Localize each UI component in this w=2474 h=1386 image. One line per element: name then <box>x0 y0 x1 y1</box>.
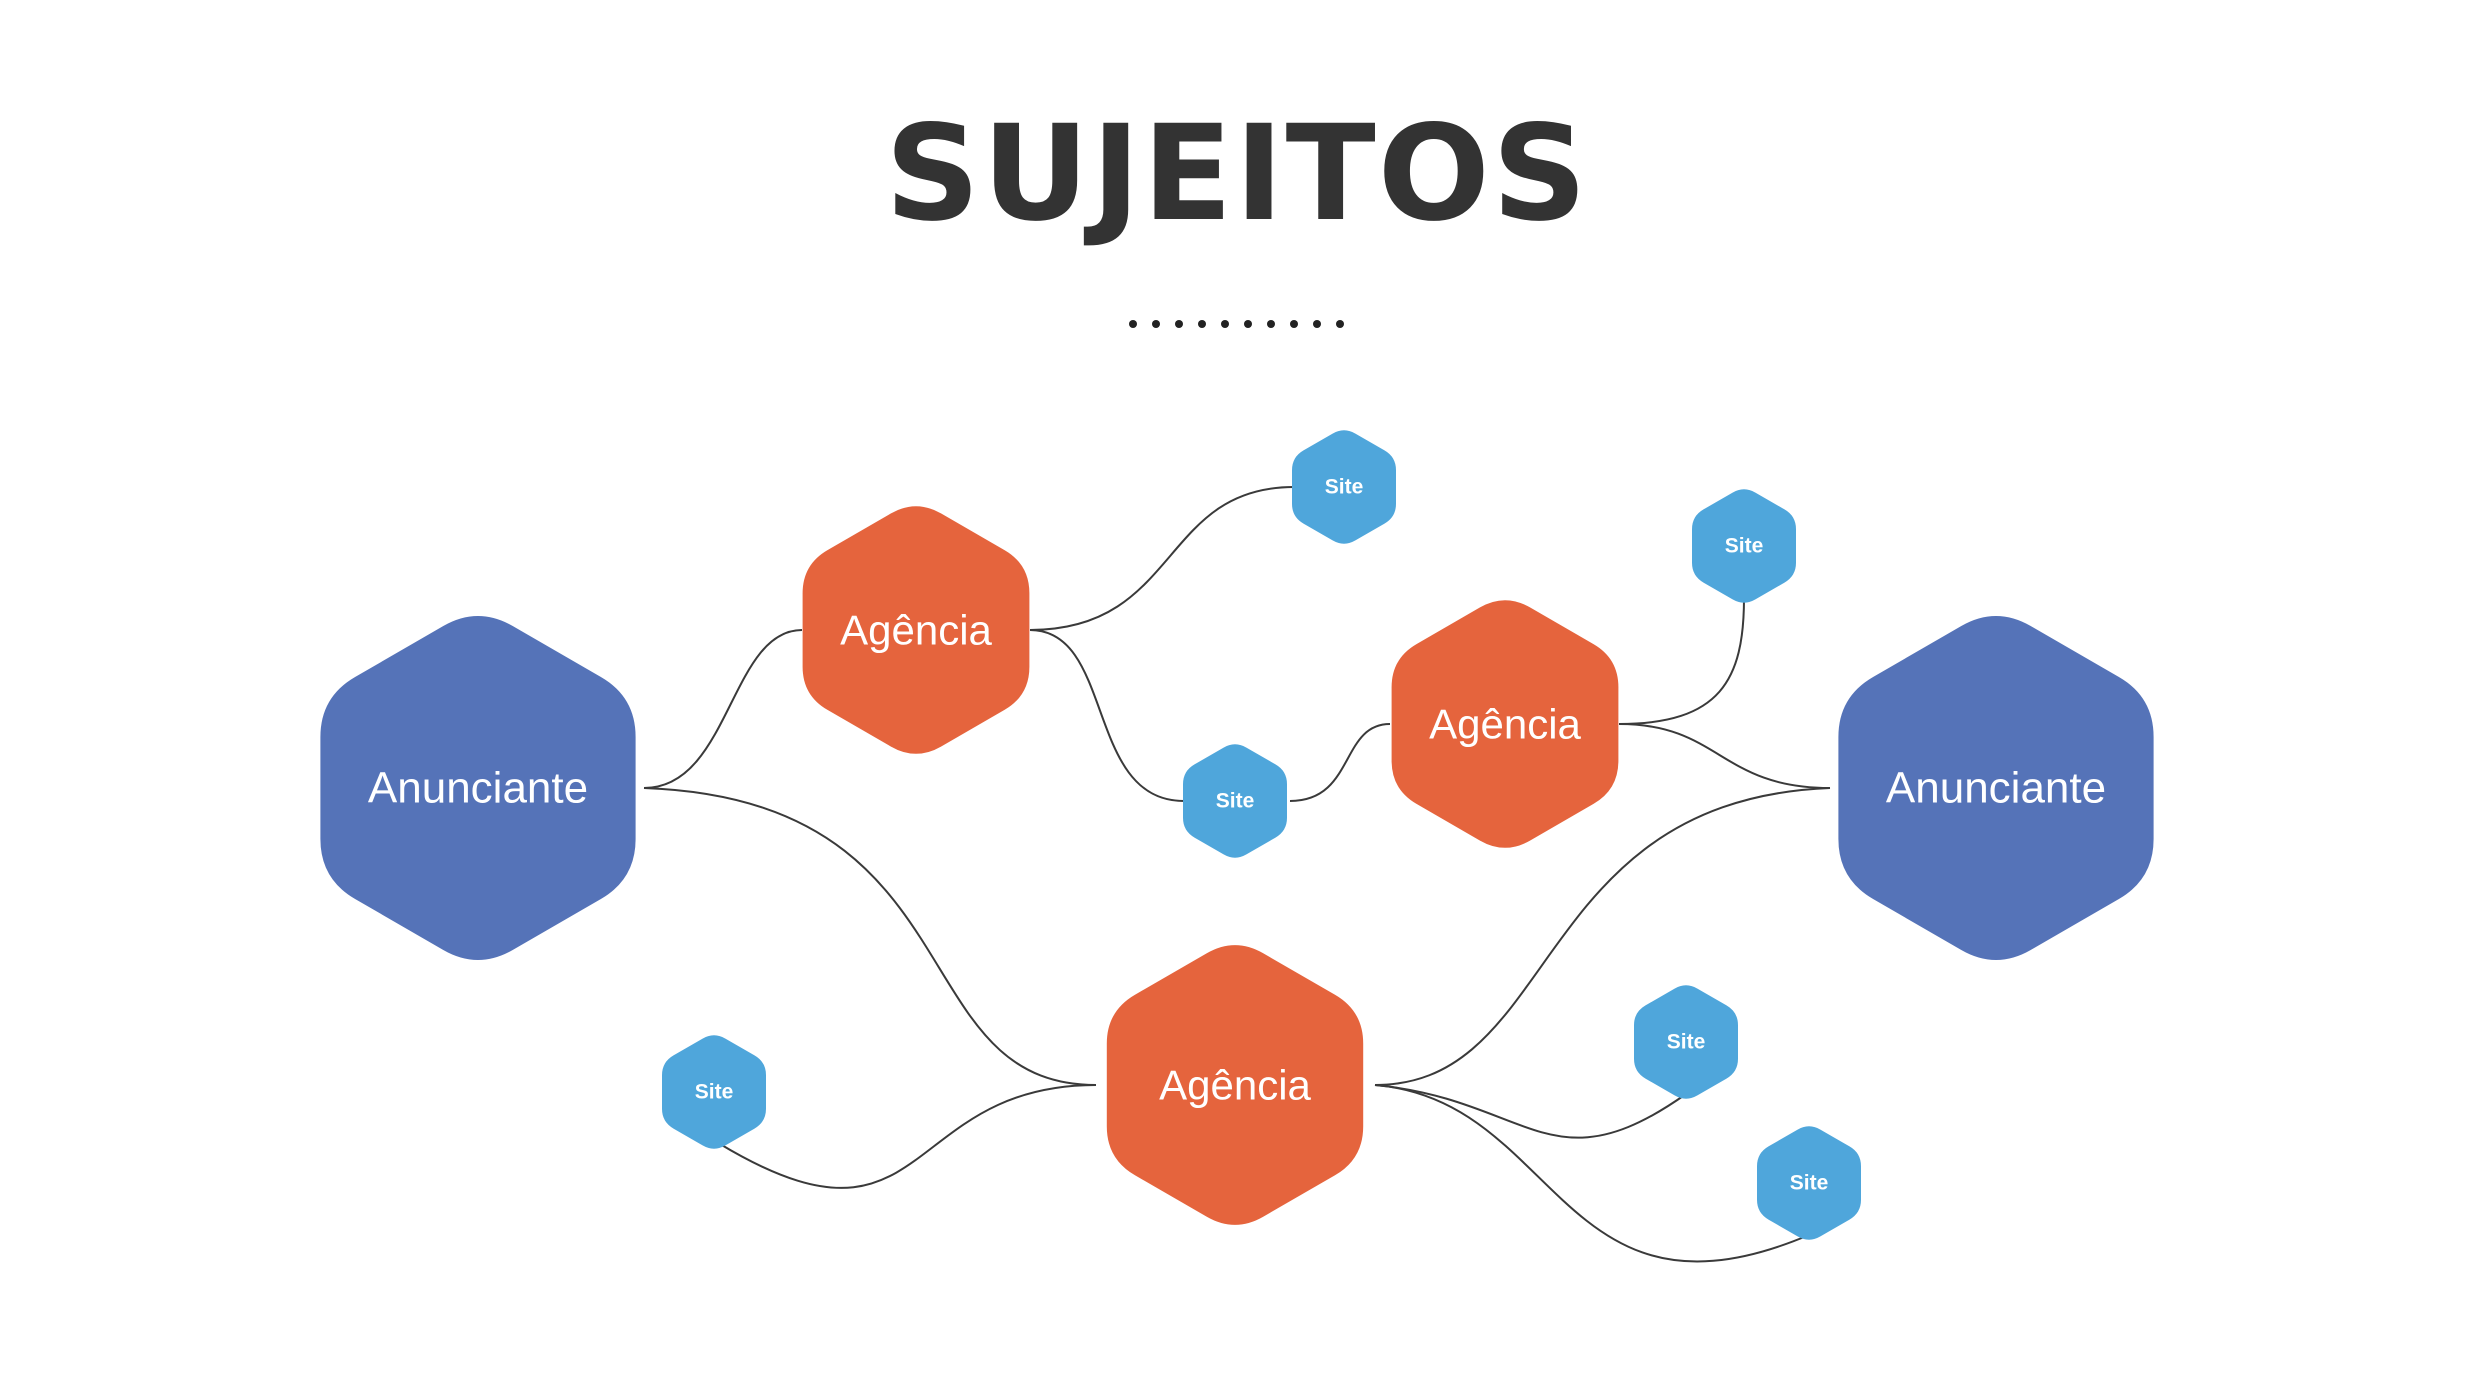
agencia-bottom-hexagon <box>1106 945 1364 1225</box>
page-title: SUJEITOS <box>885 97 1589 251</box>
site-top-right-hexagon <box>1692 489 1796 603</box>
edge-agencia-bottom-to-site-bottom-right-2 <box>1374 1084 1810 1263</box>
node-site-bottom-right-1: Site <box>1634 985 1738 1099</box>
node-site-top-right: Site <box>1692 489 1796 603</box>
anunciante-right-hexagon <box>1838 616 2154 960</box>
edge-anunciante-left-to-agencia-bottom <box>643 787 1097 1086</box>
site-top-label: Site <box>1325 476 1364 499</box>
edge-agencia-bottom-to-site-bottom-left <box>719 1084 1097 1189</box>
node-site-bottom-right-2: Site <box>1757 1126 1861 1240</box>
edge-anunciante-right-to-agencia-bottom <box>1374 787 1831 1086</box>
site-middle-hexagon <box>1183 744 1287 858</box>
site-bottom-right-1-hexagon <box>1634 985 1738 1099</box>
site-top-right-label: Site <box>1725 535 1764 558</box>
node-site-top: Site <box>1292 430 1396 544</box>
agencia-bottom-label: Agência <box>1159 1062 1311 1109</box>
node-anunciante-right: Anunciante <box>1838 616 2154 960</box>
agencia-top-label: Agência <box>840 607 992 654</box>
agencia-middle-hexagon <box>1391 600 1619 848</box>
node-agencia-middle: Agência <box>1391 600 1619 848</box>
node-agencia-bottom: Agência <box>1106 945 1364 1225</box>
edge-anunciante-left-to-agencia-top <box>643 629 803 789</box>
agencia-top-hexagon <box>802 506 1030 754</box>
edge-agencia-middle-to-anunciante-right <box>1618 723 1831 789</box>
edges <box>643 486 1831 1263</box>
anunciante-left-hexagon <box>320 616 636 960</box>
edge-agencia-bottom-to-site-bottom-right-1 <box>1374 1084 1687 1139</box>
node-anunciante-left: Anunciante <box>320 616 636 960</box>
edge-agencia-middle-to-site-top-right <box>1618 597 1745 725</box>
anunciante-left-label: Anunciante <box>368 764 588 813</box>
anunciante-right-label: Anunciante <box>1886 764 2106 813</box>
node-agencia-top: Agência <box>802 506 1030 754</box>
site-bottom-right-1-label: Site <box>1667 1031 1706 1054</box>
site-bottom-right-2-hexagon <box>1757 1126 1861 1240</box>
dotted-divider <box>1129 320 1344 328</box>
site-top-hexagon <box>1292 430 1396 544</box>
edge-agencia-top-to-site-top <box>1029 486 1295 631</box>
edge-agencia-top-to-site-middle <box>1029 629 1185 802</box>
node-site-bottom-left: Site <box>662 1035 766 1149</box>
agencia-middle-label: Agência <box>1429 701 1581 748</box>
site-bottom-left-label: Site <box>695 1081 734 1104</box>
site-middle-label: Site <box>1216 790 1255 813</box>
site-bottom-left-hexagon <box>662 1035 766 1149</box>
site-bottom-right-2-label: Site <box>1790 1172 1829 1195</box>
node-site-middle: Site <box>1183 744 1287 858</box>
edge-site-middle-to-agencia-middle <box>1289 723 1391 802</box>
